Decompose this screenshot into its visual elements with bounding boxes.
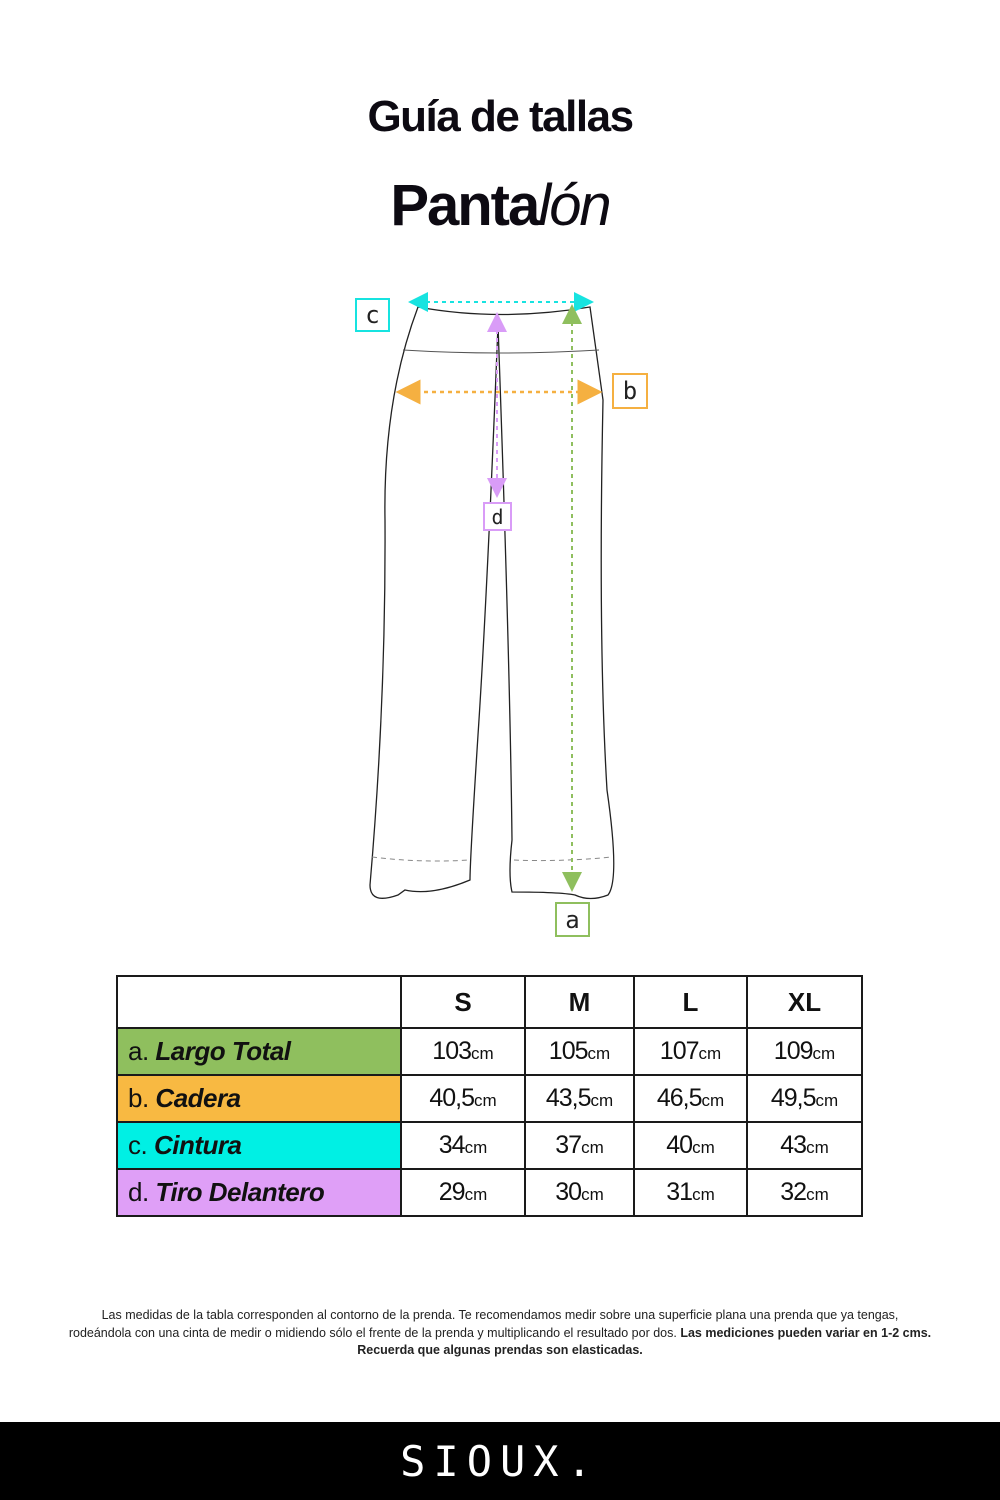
table-row: b. Cadera 40,5cm 43,5cm 46,5cm 49,5cm	[116, 1074, 863, 1123]
value-cell: 46,5cm	[633, 1074, 748, 1123]
size-table: S M L XL a. Largo Total 103cm 105cm 107c…	[116, 975, 863, 1217]
measurement-note: Las medidas de la tabla corresponden al …	[30, 1307, 970, 1360]
row-label: d. Tiro Delantero	[116, 1168, 402, 1217]
garment-title-light: lón	[538, 173, 611, 238]
label-c: c	[365, 301, 379, 329]
value-cell: 43cm	[746, 1121, 863, 1170]
value-cell: 103cm	[400, 1027, 526, 1076]
value-cell: 32cm	[746, 1168, 863, 1217]
table-row: d. Tiro Delantero 29cm 30cm 31cm 32cm	[116, 1168, 863, 1217]
row-label: c. Cintura	[116, 1121, 402, 1170]
note-line-1: Las medidas de la tabla corresponden al …	[101, 1308, 899, 1322]
value-cell: 31cm	[633, 1168, 748, 1217]
size-header-row: S M L XL	[116, 975, 863, 1029]
garment-title: Pantalón	[0, 172, 1000, 239]
value-cell: 109cm	[746, 1027, 863, 1076]
label-d-box	[483, 502, 512, 531]
value-cell: 107cm	[633, 1027, 748, 1076]
size-header-s: S	[400, 975, 526, 1029]
label-d: d	[491, 505, 503, 529]
value-cell: 49,5cm	[746, 1074, 863, 1123]
note-line-3: Recuerda que algunas prendas son elastic…	[357, 1343, 643, 1357]
pants-diagram: c b d a	[355, 292, 648, 937]
hem-stitch	[371, 856, 613, 862]
note-line-2: rodeándola con una cinta de medir o midi…	[68, 1325, 932, 1340]
pants-outline	[369, 306, 615, 900]
label-b: b	[623, 377, 637, 405]
value-cell: 34cm	[400, 1121, 526, 1170]
brand-logo: SIOUX.	[400, 1436, 600, 1486]
value-cell: 29cm	[400, 1168, 526, 1217]
value-cell: 37cm	[524, 1121, 635, 1170]
value-cell: 40cm	[633, 1121, 748, 1170]
label-b-box	[612, 373, 648, 409]
value-cell: 40,5cm	[400, 1074, 526, 1123]
row-label: a. Largo Total	[116, 1027, 402, 1076]
row-label: b. Cadera	[116, 1074, 402, 1123]
value-cell: 43,5cm	[524, 1074, 635, 1123]
size-header-m: M	[524, 975, 635, 1029]
value-cell: 105cm	[524, 1027, 635, 1076]
table-row: c. Cintura 34cm 37cm 40cm 43cm	[116, 1121, 863, 1170]
header-empty-cell	[116, 975, 402, 1029]
table-row: a. Largo Total 103cm 105cm 107cm 109cm	[116, 1027, 863, 1076]
size-header-xl: XL	[746, 975, 863, 1029]
size-header-l: L	[633, 975, 748, 1029]
label-a-box	[555, 902, 590, 937]
value-cell: 30cm	[524, 1168, 635, 1217]
footer-bar: SIOUX.	[0, 1422, 1000, 1500]
label-c-box	[355, 298, 390, 332]
garment-title-bold: Panta	[390, 173, 540, 238]
label-a: a	[565, 906, 579, 934]
page-title: Guía de tallas	[367, 92, 634, 141]
